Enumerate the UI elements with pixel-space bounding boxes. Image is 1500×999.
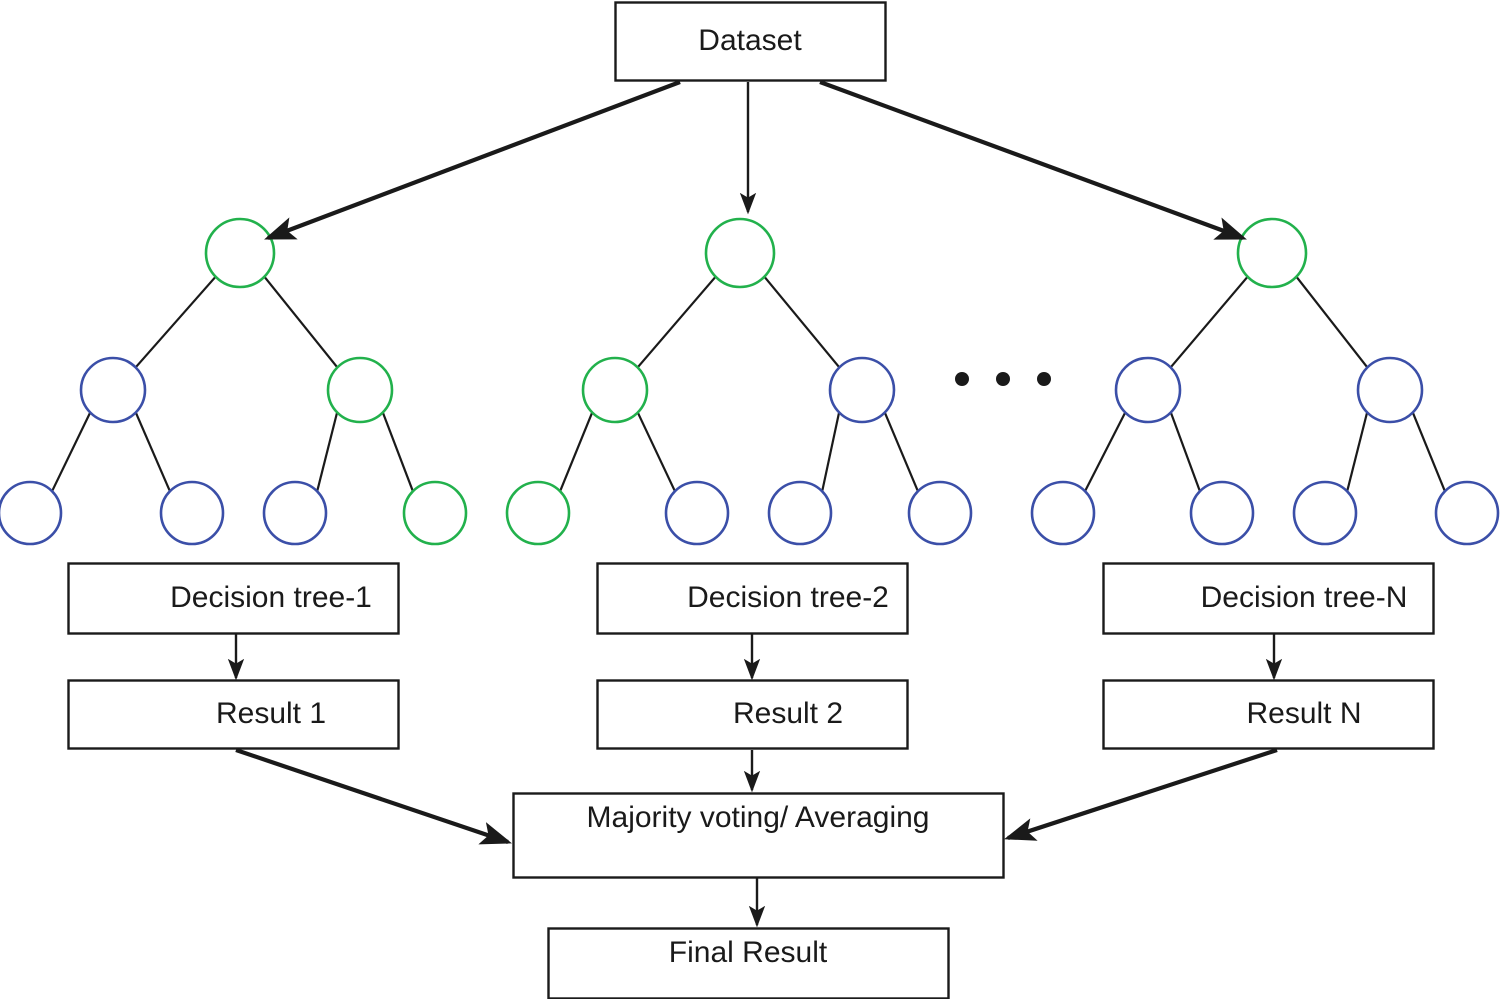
tree-links-layer <box>51 276 1446 492</box>
decision-tree-2-box <box>596 562 909 635</box>
tree-branch-node <box>1356 356 1424 424</box>
ellipsis-dot <box>955 372 969 386</box>
tree-leaf-node <box>1292 480 1358 546</box>
tree-nodes-layer <box>0 217 1500 546</box>
tree-leaf-node <box>262 480 328 546</box>
result-N-box <box>1102 679 1435 750</box>
majority-voting-box <box>512 792 1005 879</box>
ellipsis-dot <box>996 372 1010 386</box>
dataset-box <box>614 1 887 82</box>
ellipsis-layer <box>955 372 1051 386</box>
tree-leaf-node <box>1030 480 1096 546</box>
flow-arrow-dataset-to-tree3 <box>819 80 1247 240</box>
tree-leaf-node <box>907 480 973 546</box>
flow-arrow-dataset-to-tree1 <box>264 80 681 240</box>
tree-root-node <box>204 217 276 289</box>
tree-edge <box>559 412 593 492</box>
tree-edge <box>263 276 338 368</box>
tree-edge <box>316 412 339 491</box>
final-result-box <box>547 927 950 999</box>
tree-branch-node <box>326 356 394 424</box>
result-1-box <box>67 679 400 750</box>
decision-tree-N-box <box>1102 562 1435 635</box>
tree-leaf-node <box>159 480 225 546</box>
tree-branch-node <box>828 356 896 424</box>
result-2-box <box>596 679 909 750</box>
tree-leaf-node <box>1434 480 1500 546</box>
tree-leaf-node <box>664 480 730 546</box>
flow-arrow-resultN-to-voting <box>1004 748 1278 841</box>
tree-edge <box>1170 276 1249 368</box>
tree-branch-node <box>581 356 649 424</box>
tree-edge <box>763 276 840 368</box>
tree-leaf-node <box>1189 480 1255 546</box>
tree-edge <box>821 412 841 491</box>
tree-edge <box>135 412 171 492</box>
tree-edge <box>51 412 91 492</box>
flow-arrows-layer <box>227 80 1283 928</box>
flow-arrow-result1-to-voting <box>235 748 512 845</box>
tree-edge <box>1412 412 1446 492</box>
tree-edge <box>1295 276 1368 368</box>
tree-edge <box>884 412 919 492</box>
tree-edge <box>637 276 717 368</box>
tree-edge <box>1084 412 1126 492</box>
tree-edge <box>1346 412 1369 491</box>
tree-edge <box>382 412 414 492</box>
boxes-layer <box>67 1 1435 999</box>
decision-tree-1-box <box>67 562 400 635</box>
tree-leaf-node <box>505 480 571 546</box>
ellipsis-dot <box>1037 372 1051 386</box>
tree-root-node <box>1236 217 1308 289</box>
tree-leaf-node <box>0 480 63 546</box>
tree-edge <box>1170 412 1201 492</box>
tree-leaf-node <box>767 480 833 546</box>
tree-root-node <box>704 217 776 289</box>
tree-leaf-node <box>402 480 468 546</box>
tree-branch-node <box>79 356 147 424</box>
tree-edge <box>135 276 217 368</box>
tree-branch-node <box>1114 356 1182 424</box>
tree-edge <box>637 412 676 492</box>
